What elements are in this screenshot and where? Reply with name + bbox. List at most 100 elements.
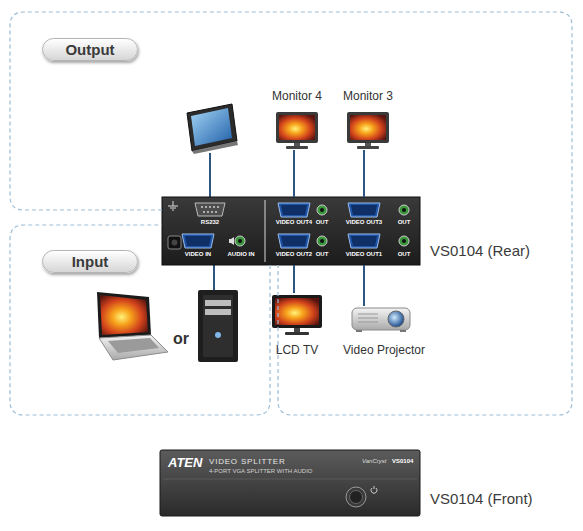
region-outline: [10, 225, 270, 415]
front-panel: [346, 487, 366, 507]
touch-panel-icon: [191, 108, 232, 146]
rear-panel: [320, 239, 324, 243]
monitor-icon: [279, 115, 315, 140]
monitor-icon: [347, 112, 389, 149]
monitor-icon: [357, 146, 379, 149]
lcd-tv-icon: [285, 332, 309, 335]
desktop-tower-icon: [205, 309, 231, 315]
device-label: Monitor 4: [272, 90, 322, 104]
video-cable: [293, 265, 295, 293]
rear-panel: [351, 236, 377, 246]
port-label: VIDEO OUT3: [346, 219, 382, 226]
rear-panel: [348, 203, 380, 217]
rear-panel: [317, 236, 327, 246]
lcd-tv-icon: [275, 298, 319, 325]
laptop-icon: [99, 335, 168, 360]
rear-panel: [182, 234, 214, 248]
rear-panel: [351, 205, 377, 215]
rear-panel: [399, 236, 409, 246]
rear-panel: [185, 236, 211, 246]
port-label: AUDIO IN: [228, 251, 255, 258]
projector-icon: [400, 330, 406, 332]
port-label: OUT: [398, 219, 411, 226]
monitor-icon: [286, 146, 308, 149]
device-label: Video Projector: [343, 344, 425, 358]
rear-panel: [209, 206, 211, 208]
projector-icon: [388, 311, 404, 327]
rear-panel: [402, 208, 406, 212]
dashed-outline: [10, 12, 572, 415]
front-panel: [160, 450, 420, 516]
rear-panel: [172, 240, 178, 246]
front-panel: [371, 486, 377, 493]
front-panel: [350, 491, 363, 504]
output-region: OutputMonitor 4 Monitor 3 LCD TV Video Proj…: [10, 12, 572, 415]
view-caption: VS0104 (Rear): [430, 242, 530, 259]
desktop-tower-icon: [203, 295, 233, 357]
desktop-tower-icon: [205, 300, 231, 306]
device-label: LCD TV: [276, 344, 318, 358]
desktop-tower-icon: [215, 332, 221, 338]
projector-icon: [358, 314, 378, 315]
laptop-icon: [97, 292, 168, 360]
rear-panel: [278, 234, 310, 248]
dashed-outline: [10, 225, 270, 415]
rear-panel: [207, 211, 209, 213]
rear-panel: [238, 239, 242, 243]
front-panel: [163, 479, 417, 480]
port-label: VIDEO OUT4: [276, 219, 312, 226]
rear-panel: [402, 239, 406, 243]
port-label: VIDEO OUT1: [346, 251, 382, 258]
serial-cable: [209, 153, 211, 197]
port-label: VIDEO IN: [185, 251, 211, 258]
laptop-icon: [108, 338, 159, 353]
video-cable: [293, 150, 295, 197]
rear-panel: [317, 205, 327, 215]
lcd-tv-icon: [272, 295, 322, 335]
port-label: RS232: [201, 219, 219, 226]
rear-panel: [205, 206, 207, 208]
rear-panel: [281, 205, 307, 215]
video-cable: [363, 150, 365, 197]
region-outline: [10, 12, 572, 415]
region-heading: Output: [42, 38, 138, 61]
product-subtitle: 4-PORT VGA SPLITTER WITH AUDIO: [209, 468, 312, 475]
port-label: OUT: [316, 251, 329, 258]
rear-panel: [168, 236, 181, 249]
rear-panel: [215, 211, 217, 213]
rear-panel: [195, 203, 225, 216]
rear-panel: [281, 236, 307, 246]
rear-panel: [348, 234, 380, 248]
front-panel: [160, 450, 420, 516]
lcd-tv-icon: [272, 295, 322, 328]
choice-word: or: [173, 330, 189, 348]
view-caption: VS0104 (Front): [430, 490, 533, 507]
monitor-box: Monitor 4: [262, 88, 332, 150]
projector-icon: [356, 330, 362, 332]
projector-icon: [358, 322, 378, 323]
rear-panel-box: RS232VIDEO INAUDIO INVIDEO OUT4OUTVIDEO …: [162, 197, 420, 265]
monitor-icon: [276, 112, 318, 149]
laptop-icon: [97, 292, 151, 338]
video-cable: [363, 265, 365, 306]
rear-panel: [278, 203, 310, 217]
rear-panel: [399, 205, 409, 215]
rear-panel: [211, 211, 213, 213]
rear-panel: [162, 197, 420, 265]
monitor-icon: [347, 112, 389, 143]
rear-panel: [203, 211, 205, 213]
region-heading: Input: [42, 250, 138, 273]
front-panel-box: ATEN VIDEO SPLITTER 4-PORT VGA SPLITTER WI…: [160, 450, 420, 516]
series-name: VanCryst: [362, 458, 386, 465]
monitor-icon: [350, 115, 386, 140]
touch-panel-icon: [187, 104, 238, 154]
brand-logo: ATEN: [168, 456, 202, 471]
rear-panel: [217, 206, 219, 208]
port-label: OUT: [316, 219, 329, 226]
input-cable: [213, 265, 215, 290]
rear-panel: [168, 201, 178, 210]
desktop-tower-icon: [198, 290, 238, 362]
product-name: VIDEO SPLITTER: [209, 457, 286, 466]
device-label: Monitor 3: [343, 90, 393, 104]
